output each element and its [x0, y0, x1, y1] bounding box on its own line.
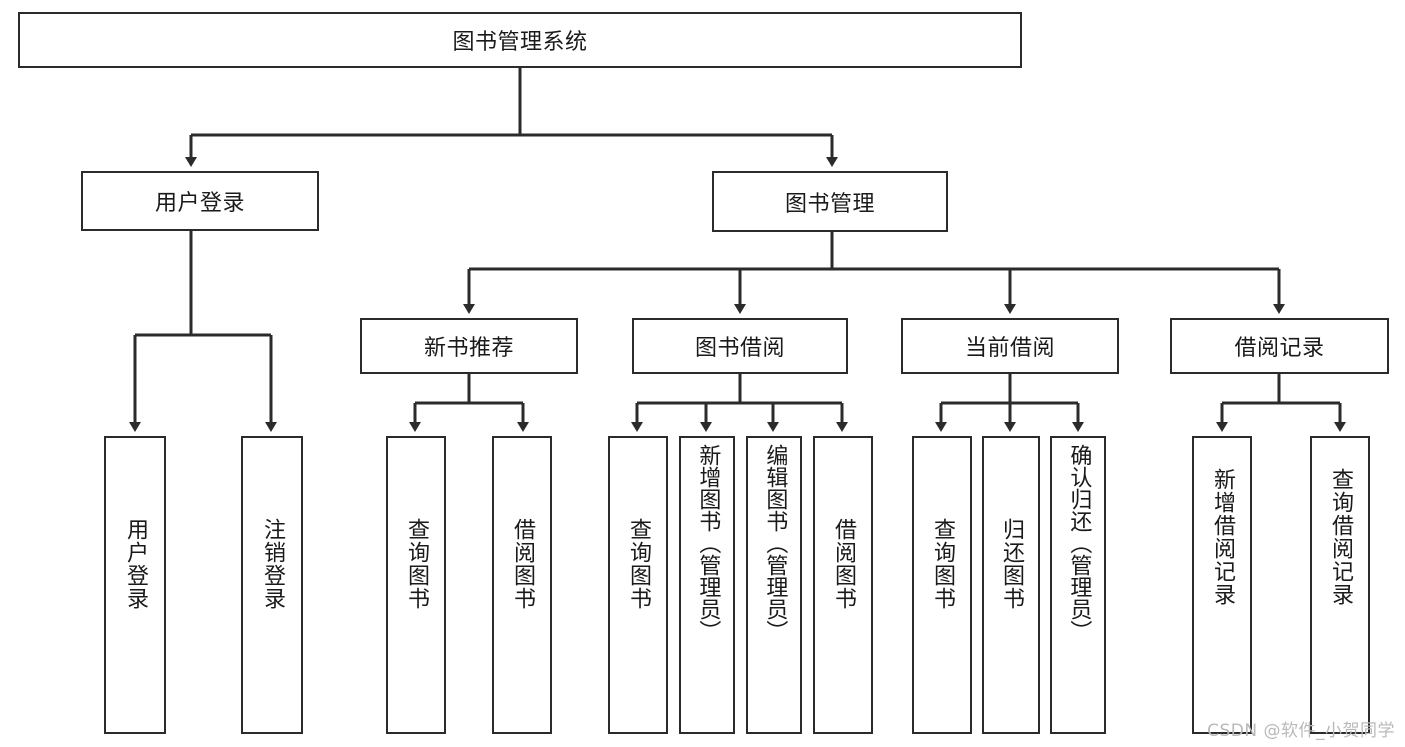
leaf-add-borrow-record-label: 新增借阅记录: [1209, 468, 1235, 606]
leaf-query-borrow-record-label: 查询借阅记录: [1327, 468, 1353, 606]
leaf-add-book-admin-label: 新增图书（管理员）: [695, 444, 721, 642]
leaf-user-login[interactable]: 用户登录: [104, 436, 166, 734]
leaf-borrow-book-label: 借阅图书: [830, 518, 856, 610]
leaf-confirm-return-admin-label: 确认归还（管理员）: [1066, 444, 1092, 642]
node-user-login-label: 用户登录: [154, 191, 245, 216]
node-new-book-recommend[interactable]: 新书推荐: [360, 318, 578, 374]
leaf-borrow-book[interactable]: 借阅图书: [813, 436, 873, 734]
leaf-confirm-return-admin[interactable]: 确认归还（管理员）: [1050, 436, 1106, 734]
leaf-borrow-book-new-label: 借阅图书: [509, 518, 535, 610]
node-book-borrow[interactable]: 图书借阅: [632, 318, 848, 374]
leaf-edit-book-admin-label: 编辑图书（管理员）: [762, 444, 788, 642]
node-user-login[interactable]: 用户登录: [81, 171, 319, 231]
node-book-management[interactable]: 图书管理: [712, 171, 948, 232]
leaf-return-book[interactable]: 归还图书: [982, 436, 1040, 734]
leaf-user-login-label: 用户登录: [122, 518, 148, 610]
node-root[interactable]: 图书管理系统: [18, 12, 1022, 68]
node-current-borrow[interactable]: 当前借阅: [901, 318, 1119, 374]
leaf-logout-label: 注销登录: [259, 518, 285, 610]
node-borrow-record-label: 借阅记录: [1234, 336, 1325, 361]
node-book-borrow-label: 图书借阅: [694, 336, 785, 361]
leaf-query-book-borrow[interactable]: 查询图书: [608, 436, 668, 734]
leaf-add-book-admin[interactable]: 新增图书（管理员）: [679, 436, 735, 734]
leaf-query-book-borrow-label: 查询图书: [625, 518, 651, 610]
leaf-query-borrow-record[interactable]: 查询借阅记录: [1310, 436, 1370, 734]
node-book-management-label: 图书管理: [784, 191, 875, 217]
watermark-text: CSDN @软件_小贺同学: [1207, 721, 1395, 741]
leaf-query-book-current[interactable]: 查询图书: [912, 436, 972, 734]
leaf-borrow-book-new[interactable]: 借阅图书: [492, 436, 552, 734]
node-new-book-recommend-label: 新书推荐: [423, 336, 514, 361]
node-borrow-record[interactable]: 借阅记录: [1170, 318, 1389, 374]
leaf-query-book-current-label: 查询图书: [929, 518, 955, 610]
leaf-query-book-new[interactable]: 查询图书: [386, 436, 446, 734]
leaf-return-book-label: 归还图书: [998, 518, 1024, 610]
leaf-edit-book-admin[interactable]: 编辑图书（管理员）: [746, 436, 802, 734]
leaf-logout[interactable]: 注销登录: [241, 436, 303, 734]
leaf-add-borrow-record[interactable]: 新增借阅记录: [1192, 436, 1252, 734]
leaf-query-book-new-label: 查询图书: [403, 518, 429, 610]
node-root-label: 图书管理系统: [452, 30, 588, 55]
node-current-borrow-label: 当前借阅: [964, 336, 1055, 361]
